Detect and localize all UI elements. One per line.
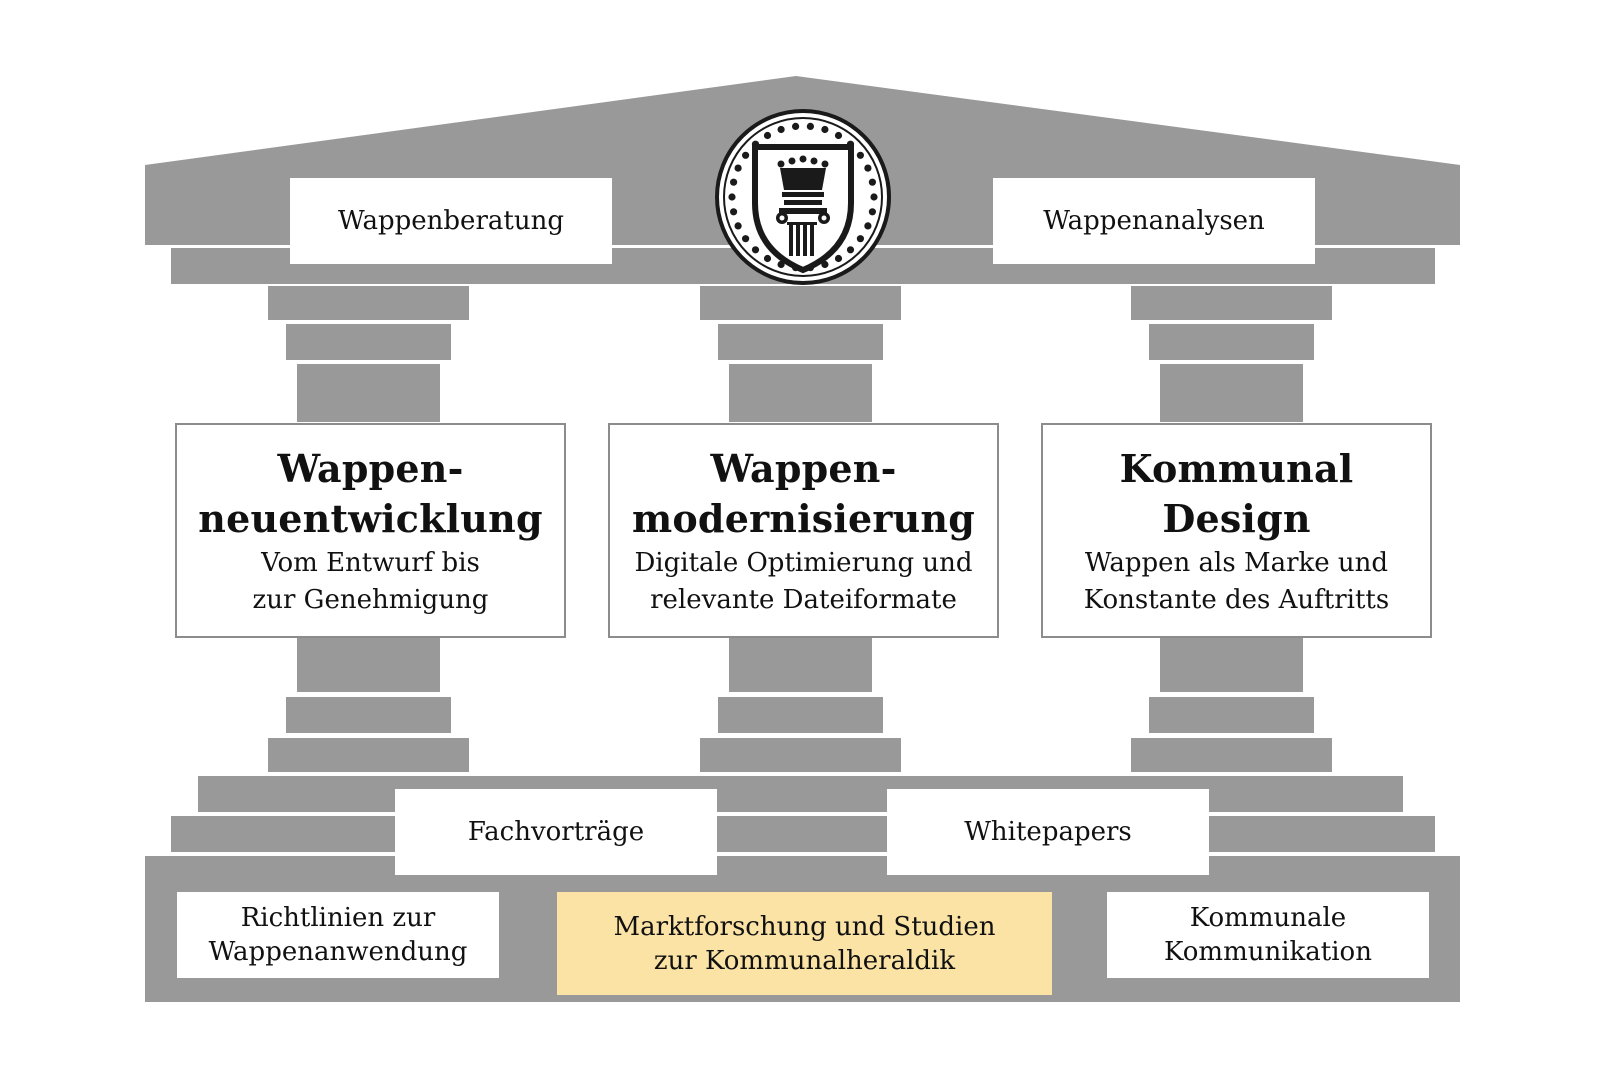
seal-dot	[868, 178, 877, 186]
pillar-right-title-line2: Design	[1162, 495, 1311, 541]
base-center-line2: zur Kommunalheraldik	[653, 945, 956, 976]
roof-label-right: Wappenanalysen	[993, 178, 1315, 264]
pillar-middle-title-line2: modernisierung	[631, 495, 976, 541]
column-right-capital-mid	[1149, 324, 1314, 360]
pillar-right-subtitle-line2: Konstante des Auftritts	[1083, 584, 1390, 615]
seal-dot	[777, 125, 785, 134]
base-label-left: Richtlinien zur Wappenanwendung	[177, 892, 499, 978]
seal-dot	[728, 193, 736, 201]
seal-dot	[792, 122, 800, 130]
column-middle-shaft-top	[729, 364, 872, 422]
column-middle-shaft-bottom	[729, 634, 872, 692]
seal-dot	[856, 151, 865, 159]
seal-dot	[821, 260, 829, 269]
column-middle-base-bottom	[700, 738, 901, 772]
pillar-left-subtitle-line2: zur Genehmigung	[252, 584, 489, 615]
column-left-base-bottom	[268, 738, 469, 772]
seal-dot	[834, 254, 843, 263]
seal-dot	[777, 260, 785, 269]
seal-dot	[751, 246, 760, 254]
seal-dot	[734, 222, 742, 230]
roof-label-left: Wappenberatung	[290, 178, 612, 264]
seal-dot	[742, 235, 750, 243]
column-middle-base-mid	[718, 697, 883, 733]
column-right-base-bottom	[1131, 738, 1332, 772]
seal-dot	[864, 222, 872, 230]
column-left-capital-top	[268, 286, 469, 320]
base-label-right: Kommunale Kommunikation	[1107, 892, 1429, 978]
pillar-box-right: Kommunal Design Wappen als Marke und Kon…	[1041, 423, 1432, 638]
step-label-right: Whitepapers	[887, 789, 1209, 875]
pillar-box-left: Wappen- neuentwicklung Vom Entwurf bis z…	[175, 423, 566, 638]
seal-dot	[864, 164, 872, 172]
column-middle-capital-mid	[718, 324, 883, 360]
column-left-base-mid	[286, 697, 451, 733]
column-crown-shield-seal-icon	[715, 109, 891, 285]
seal-dot	[806, 122, 815, 130]
step-lower	[171, 816, 1435, 852]
pillar-left-title-line1: Wappen-	[277, 445, 464, 491]
column-right-base-mid	[1149, 697, 1314, 733]
pillar-box-middle: Wappen- modernisierung Digitale Optimier…	[608, 423, 999, 638]
seal-dot	[763, 254, 772, 263]
column-middle-capital-top	[700, 286, 901, 320]
column-left-shaft-bottom	[297, 634, 440, 692]
seal-dot	[742, 151, 750, 159]
column-left-shaft-top	[297, 364, 440, 422]
base-center-line1: Marktforschung und Studien	[613, 911, 996, 942]
seal-dot	[870, 193, 878, 201]
base-right-line2: Kommunikation	[1164, 937, 1372, 967]
column-right-capital-top	[1131, 286, 1332, 320]
seal-dot	[821, 125, 829, 134]
column-right-shaft-top	[1160, 364, 1303, 422]
pillar-middle-subtitle-line1: Digitale Optimierung und	[634, 547, 973, 578]
pillar-middle-title-line1: Wappen-	[710, 445, 897, 491]
seal-dot	[763, 131, 772, 140]
base-left-line1: Richtlinien zur	[240, 903, 436, 933]
column-left-capital-mid	[286, 324, 451, 360]
seal-dot	[734, 164, 742, 172]
base-label-center: Marktforschung und Studien zur Kommunalh…	[557, 892, 1052, 995]
seal-dot	[846, 246, 855, 254]
seal-dot	[868, 208, 877, 216]
base-right-line1: Kommunale	[1189, 903, 1347, 933]
pillar-middle-subtitle-line2: relevante Dateiformate	[650, 584, 957, 615]
step-upper	[198, 776, 1403, 812]
column-right-shaft-bottom	[1160, 634, 1303, 692]
seal-dot	[730, 178, 738, 186]
base-left-line2: Wappenanwendung	[208, 937, 468, 967]
seal-dot	[856, 235, 865, 243]
pillar-left-title-line2: neuentwicklung	[198, 495, 543, 541]
pillar-left-subtitle-line1: Vom Entwurf bis	[261, 547, 480, 578]
seal-dot	[730, 208, 738, 216]
pillar-right-title-line1: Kommunal	[1119, 445, 1354, 491]
pillar-right-subtitle-line1: Wappen als Marke und	[1084, 547, 1389, 578]
step-label-left: Fachvorträge	[395, 789, 717, 875]
seal-dot	[834, 131, 843, 140]
